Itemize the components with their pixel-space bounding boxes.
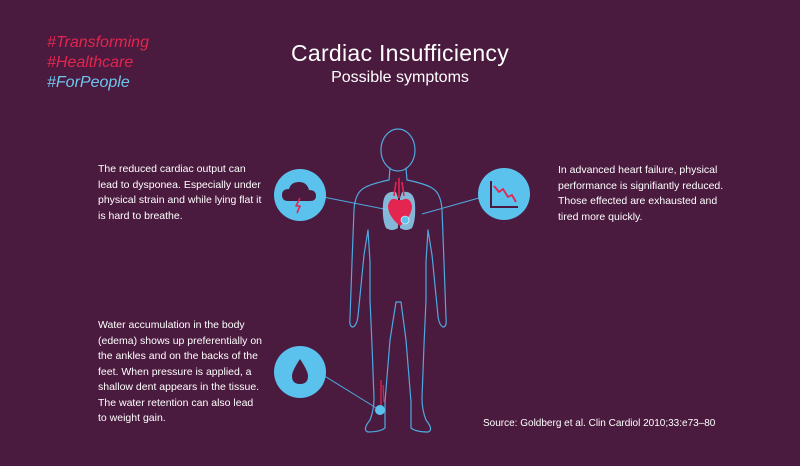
hashtag-block: #Transforming #Healthcare #ForPeople <box>47 33 149 93</box>
dyspnea-icon-group <box>274 169 326 221</box>
lightning-bolt-icon <box>295 197 301 214</box>
page-subtitle: Possible symptoms <box>331 69 469 86</box>
edema-text: Water accumulation in the body (edema) s… <box>98 319 263 424</box>
hashtag-healthcare: #Healthcare <box>47 54 134 71</box>
dyspnea-text: The reduced cardiac output can lead to d… <box>98 163 262 222</box>
chart-axes-icon <box>490 181 518 208</box>
connector-lines <box>317 195 487 410</box>
heart <box>388 178 412 226</box>
leg-vessel <box>380 380 385 405</box>
water-drop-icon <box>292 359 308 384</box>
torso-outline <box>349 179 447 433</box>
hashtag-forpeople: #ForPeople <box>47 74 130 91</box>
page-title: Cardiac Insufficiency <box>290 40 510 66</box>
fatigue-icon-circle <box>478 168 530 220</box>
edema-icon-group <box>274 346 326 398</box>
ankle-edema <box>375 380 385 415</box>
connector-fatigue <box>421 195 487 215</box>
connector-edema <box>317 371 379 410</box>
source-citation: Source: Goldberg et al. Clin Cardiol 201… <box>483 418 716 429</box>
hashtag-transforming: #Transforming <box>47 34 149 51</box>
fatigue-icon-group <box>478 168 530 220</box>
great-vessels <box>393 178 405 198</box>
declining-chart-icon <box>493 185 517 203</box>
head <box>380 128 416 172</box>
neck <box>388 167 408 181</box>
fatigue-text: In advanced heart failure, physical perf… <box>558 164 724 223</box>
cloud-lightning-icon <box>282 182 316 201</box>
ankle-marker <box>375 405 385 415</box>
connector-dyspnea <box>317 195 390 211</box>
human-silhouette <box>349 128 447 433</box>
heart-marker <box>400 215 410 225</box>
